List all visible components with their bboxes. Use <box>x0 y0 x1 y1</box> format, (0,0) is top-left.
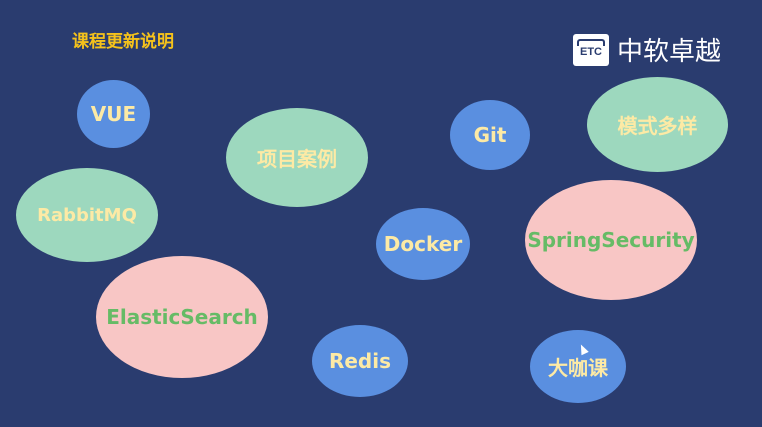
bubble-modes: 模式多样 <box>587 77 728 172</box>
bubble-rabbitmq: RabbitMQ <box>16 168 158 262</box>
logo-name: 中软卓越 <box>617 37 722 67</box>
bubble-elasticsearch: ElasticSearch <box>96 256 268 378</box>
bubble-docker: Docker <box>376 208 470 280</box>
bubble-experts: 大咖课 <box>530 330 626 403</box>
bubble-redis: Redis <box>312 325 408 397</box>
bubble-vue: VUE <box>77 80 150 148</box>
slide-title: 课程更新说明 <box>72 32 174 52</box>
logo-badge: ETC <box>580 45 602 58</box>
bubble-springsecurity: SpringSecurity <box>525 180 697 300</box>
etc-logo: ETC 中软卓越 <box>573 31 721 68</box>
bubble-projects: 项目案例 <box>226 108 368 207</box>
etc-logo-icon: ETC <box>573 33 609 66</box>
bubble-git: Git <box>450 100 530 170</box>
